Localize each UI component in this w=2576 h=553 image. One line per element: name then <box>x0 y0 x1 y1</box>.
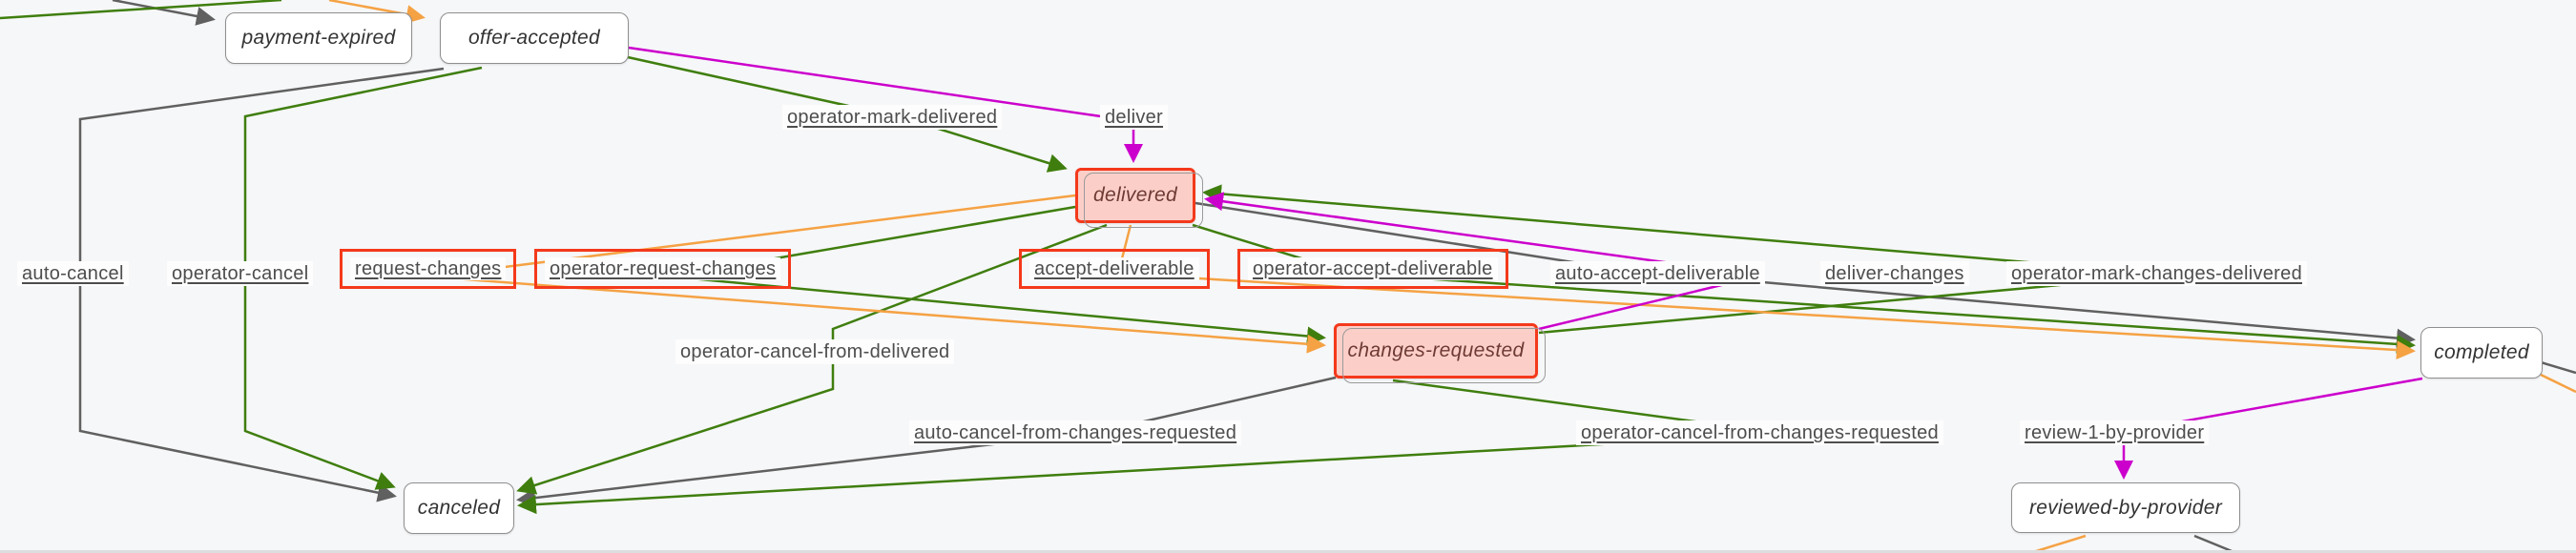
edge-deliver <box>628 46 1143 163</box>
state-node-reviewed-by-provider[interactable]: reviewed-by-provider <box>2011 482 2240 533</box>
bottom-window-edge <box>0 550 2576 553</box>
edge-completed-out-orange <box>2540 373 2576 394</box>
edge-completed-out-gray <box>2540 360 2576 375</box>
edge-label-box-request-changes[interactable]: request-changes <box>340 249 517 289</box>
edge-label-auto-cancel[interactable]: auto-cancel <box>17 261 129 286</box>
state-node-offer-accepted[interactable]: offer-accepted <box>440 12 629 64</box>
state-node-payment-expired[interactable]: payment-expired <box>225 12 412 64</box>
edge-label-operator-cancel-from-delivered: operator-cancel-from-delivered <box>675 339 955 364</box>
edge-label-deliver[interactable]: deliver <box>1100 105 1169 130</box>
edge-label-operator-cancel-from-changes-requested[interactable]: operator-cancel-from-changes-requested <box>1576 420 1943 445</box>
edge-label-review-1-by-provider[interactable]: review-1-by-provider <box>2020 420 2210 445</box>
edge-label-box-operator-request-changes[interactable]: operator-request-changes <box>534 249 792 289</box>
edge-incoming-payment-expired <box>112 0 216 26</box>
edge-label-deliver-changes[interactable]: deliver-changes <box>1820 261 1969 286</box>
edge-label-operator-accept-deliverable[interactable]: operator-accept-deliverable <box>1248 257 1498 280</box>
edge-label-auto-cancel-from-changes-requested[interactable]: auto-cancel-from-changes-requested <box>909 420 1242 445</box>
edge-label-box-operator-accept-deliverable[interactable]: operator-accept-deliverable <box>1237 249 1508 289</box>
edge-label-operator-mark-changes-delivered[interactable]: operator-mark-changes-delivered <box>2006 261 2307 286</box>
edge-label-operator-cancel[interactable]: operator-cancel <box>167 261 314 286</box>
edge-label-operator-request-changes[interactable]: operator-request-changes <box>545 257 781 280</box>
edge-incoming-green-topleft <box>0 0 282 20</box>
state-node-canceled[interactable]: canceled <box>404 482 514 534</box>
edge-label-request-changes[interactable]: request-changes <box>350 257 507 280</box>
state-node-completed[interactable]: completed <box>2420 327 2543 379</box>
edge-label-box-accept-deliverable[interactable]: accept-deliverable <box>1019 249 1210 289</box>
state-node-changes-requested[interactable]: changes-requested <box>1334 323 1546 383</box>
edge-label-auto-accept-deliverable[interactable]: auto-accept-deliverable <box>1550 261 1765 286</box>
state-node-delivered[interactable]: delivered <box>1075 168 1203 228</box>
edge-label-accept-deliverable[interactable]: accept-deliverable <box>1029 257 1199 280</box>
edge-label-operator-mark-delivered[interactable]: operator-mark-delivered <box>782 105 1003 130</box>
